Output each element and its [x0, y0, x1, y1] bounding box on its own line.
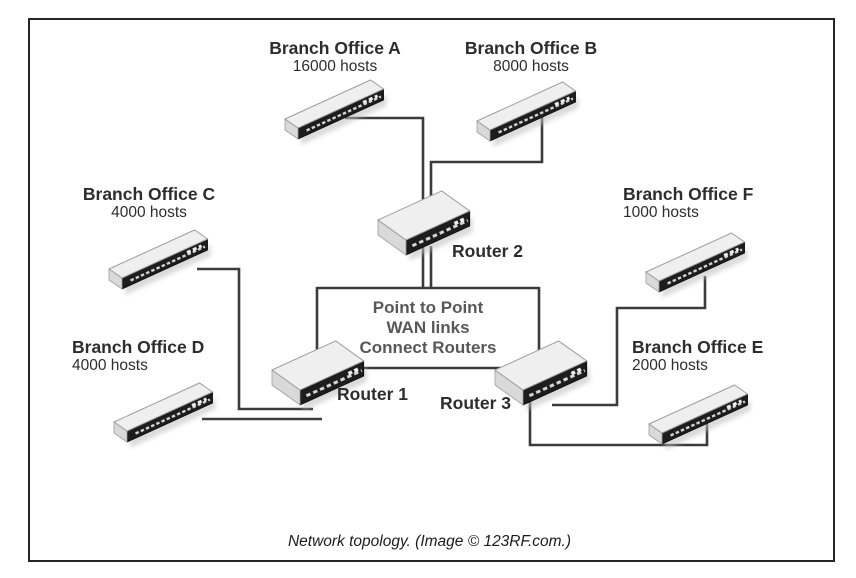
branch-f-switch-device-ports-icon	[667, 248, 743, 285]
wan-note-line-3: Connect Routers	[359, 338, 497, 357]
branch-c-switch-device-ports-icon	[130, 245, 206, 282]
branch-office-e-hosts: 2000 hosts	[632, 357, 708, 374]
router-3-device-top-face	[494, 340, 588, 391]
branch-b-switch-device-uplink-ports-icon	[554, 96, 571, 106]
router-1-device-top-face	[271, 340, 365, 391]
branch-d-switch-device-uplink-ports-icon	[191, 397, 208, 407]
router-2-device	[377, 190, 473, 261]
branch-office-f-hosts: 1000 hosts	[623, 204, 699, 221]
branch-b-switch-device-top-face	[475, 81, 577, 131]
links-layer	[197, 114, 709, 447]
router-3-label: Router 3	[440, 393, 511, 413]
router-3-device-ports-icon	[528, 369, 586, 398]
branch-office-d-label: Branch Office D 4000 hosts	[72, 337, 204, 375]
branch-f-switch-device	[644, 232, 748, 298]
router-2-device-uplink-ports-icon	[453, 217, 466, 226]
branch-b-switch-device-ports-icon	[498, 97, 574, 134]
wan-note-line-1: Point to Point	[372, 298, 484, 317]
branch-e-switch-device-top-face	[647, 384, 749, 434]
router-1-device-ports-icon	[305, 369, 363, 398]
branch-a-switch-device	[283, 79, 387, 145]
branch-d-switch-device-top-face	[112, 382, 214, 432]
wan-links-note: Point to Point WAN links Connect Routers	[328, 298, 528, 358]
branch-f-switch-device-uplink-ports-icon	[723, 247, 740, 257]
router-1-device	[271, 340, 367, 411]
branch-office-a-label: Branch Office A 16000 hosts	[235, 38, 435, 76]
branch-b-switch-device	[475, 81, 579, 147]
link-branch-b-router-2	[429, 114, 544, 206]
branch-c-switch-device-uplink-ports-icon	[186, 244, 203, 254]
router-2-device-top-face	[377, 190, 471, 241]
branch-office-b-label: Branch Office B 8000 hosts	[431, 38, 631, 76]
branch-office-d-hosts: 4000 hosts	[72, 357, 148, 374]
branch-c-switch-device	[107, 229, 211, 295]
branch-office-c-label: Branch Office C 4000 hosts	[49, 184, 249, 222]
branch-office-d-title: Branch Office D	[72, 337, 205, 357]
branch-a-switch-device-top-face	[283, 79, 385, 129]
router-2-label: Router 2	[452, 241, 523, 261]
branch-office-b-title: Branch Office B	[464, 38, 598, 58]
branch-office-f-label: Branch Office F 1000 hosts	[623, 184, 753, 222]
router-1-device-uplink-ports-icon	[347, 367, 360, 376]
branch-e-switch-device	[647, 384, 751, 450]
link-branch-a-router-2	[345, 116, 425, 206]
router-2-device-ports-icon	[411, 219, 469, 248]
link-branch-f-router-3	[552, 276, 707, 407]
branch-e-switch-device-uplink-ports-icon	[726, 399, 743, 409]
figure-frame	[28, 18, 835, 562]
devices-layer	[107, 79, 751, 450]
branch-office-a-hosts: 16000 hosts	[292, 58, 378, 75]
branch-office-c-hosts: 4000 hosts	[111, 204, 187, 221]
branch-a-switch-device-uplink-ports-icon	[362, 94, 379, 104]
router-3-device	[494, 340, 590, 411]
branch-office-b-hosts: 8000 hosts	[493, 58, 569, 75]
router-1-label: Router 1	[337, 384, 408, 404]
branch-office-c-title: Branch Office C	[82, 184, 216, 204]
link-branch-c-router-1	[197, 267, 313, 411]
branch-e-switch-device-ports-icon	[670, 400, 746, 437]
figure-caption: Network topology. (Image © 123RF.com.)	[287, 533, 572, 550]
branch-office-e-title: Branch Office E	[632, 337, 764, 357]
branch-c-switch-device-top-face	[107, 229, 209, 279]
wan-note-line-2: WAN links	[386, 318, 470, 337]
branch-d-switch-device	[112, 382, 216, 448]
branch-office-f-title: Branch Office F	[623, 184, 754, 204]
router-3-device-uplink-ports-icon	[570, 367, 583, 376]
branch-a-switch-device-ports-icon	[306, 95, 382, 132]
branch-f-switch-device-top-face	[644, 232, 746, 282]
branch-d-switch-device-ports-icon	[135, 398, 211, 435]
branch-office-e-label: Branch Office E 2000 hosts	[632, 337, 763, 375]
branch-office-a-title: Branch Office A	[269, 38, 401, 58]
